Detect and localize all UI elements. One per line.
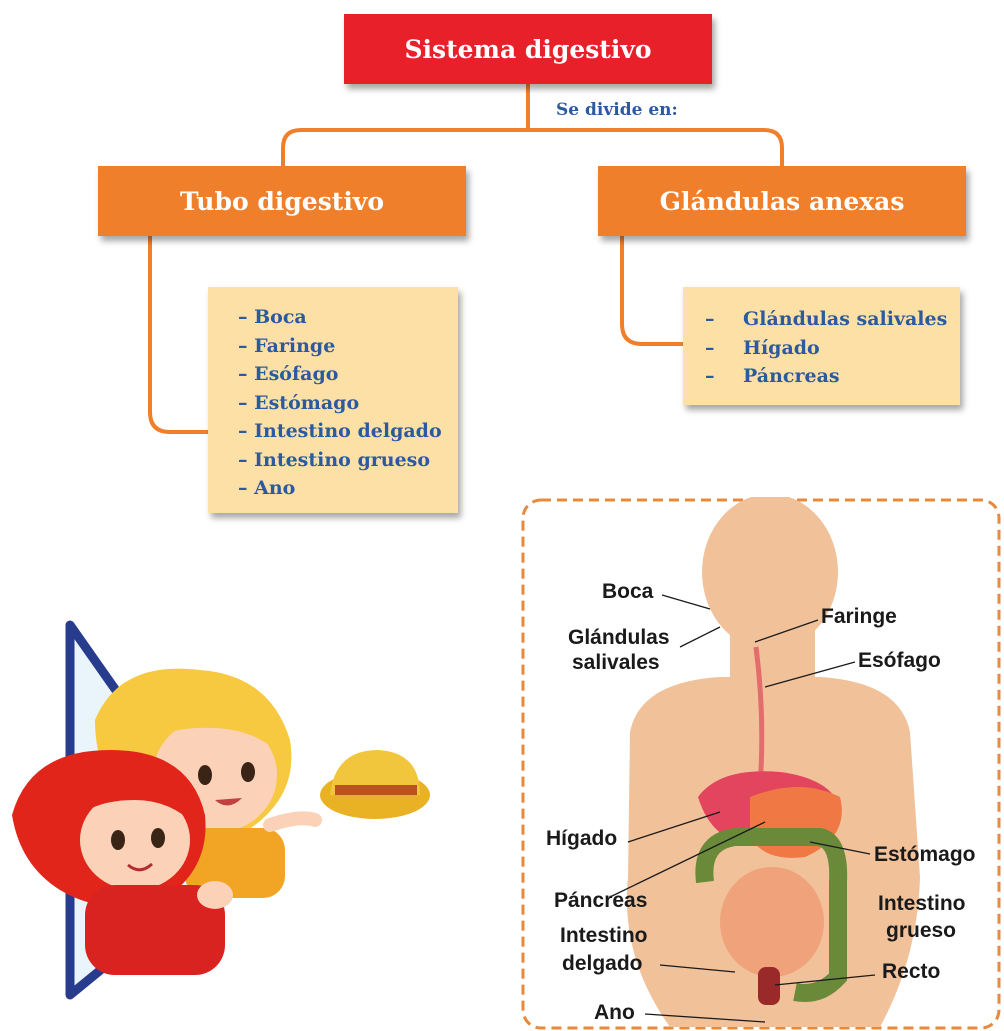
connector-glan-list [620,236,683,346]
label-esofago: Esófago [858,649,941,672]
label-intestino-delgado-1: Intestino [560,924,648,947]
label-higado: Hígado [546,827,617,850]
label-estomago: Estómago [874,843,976,866]
list-item-label: Páncreas [743,365,840,387]
list-item-label: Glándulas salivales [743,308,948,330]
label-glandulas-1: Glándulas [568,626,670,649]
label-boca: Boca [602,580,654,603]
list-item: – Hígado [705,334,960,363]
branch-box-glandulas: Glándulas anexas [598,166,966,236]
rectum [758,967,780,1005]
label-recto: Recto [882,960,940,983]
hat [320,750,430,819]
title-box: Sistema digestivo [344,14,712,84]
leader-lines [609,594,876,1023]
list-item: – Ano [238,477,296,499]
organs [695,646,848,1005]
label-pancreas: Páncreas [554,889,647,912]
kids-illustration [12,620,430,1000]
list-item: – Páncreas [705,362,960,391]
list-item-label: Hígado [743,336,820,359]
title-text: Sistema digestivo [404,34,652,64]
label-intestino-grueso-1: Intestino [878,892,966,915]
connector-label: Se divide en: [556,100,678,120]
label-glandulas-2: salivales [572,651,660,674]
list-item: – Boca [238,306,307,328]
branch-title-tubo: Tubo digestivo [179,186,385,216]
glandulas-list: – Glándulas salivales – Hígado – Páncreas [683,287,960,405]
label-ano: Ano [594,1001,635,1024]
connector-tubo-list [148,236,208,434]
list-item: – Esófago [238,363,339,385]
large-intestine [695,828,848,1002]
label-faringe: Faringe [821,605,897,628]
list-item: – Intestino grueso [238,448,431,471]
list-item: – Intestino delgado [238,420,442,442]
list-dash: – [705,336,715,359]
list-item: – Estómago [238,391,360,414]
label-intestino-delgado-2: delgado [562,952,643,975]
branch-title-glandulas: Glándulas anexas [659,186,905,216]
label-intestino-grueso-2: grueso [886,919,956,942]
list-dash: – [705,365,715,387]
connector-branch-bar [281,128,784,166]
red-haired-kid [12,750,233,975]
branch-box-tubo: Tubo digestivo [98,166,466,236]
list-item: – Faringe [238,334,336,357]
tubo-list: – Boca – Faringe – Esófago – Estómago – … [208,287,458,513]
list-item: – Glándulas salivales [705,305,960,334]
small-intestine [720,867,824,977]
anatomy-diagram: Boca Glándulas salivales Faringe Esófago… [521,497,1001,1030]
list-dash: – [705,308,715,330]
